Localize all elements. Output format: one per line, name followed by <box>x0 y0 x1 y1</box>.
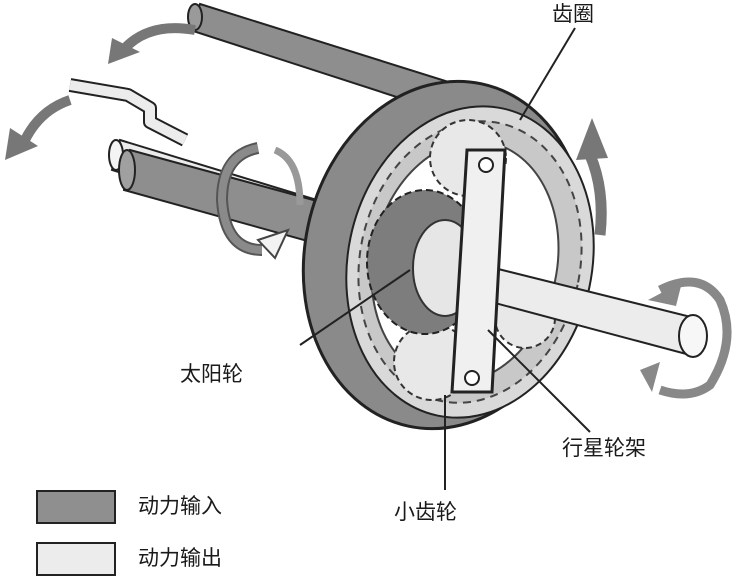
legend-label-input: 动力输入 <box>138 494 222 518</box>
upper-shaft <box>187 2 457 114</box>
rotation-arrow-left <box>5 95 72 160</box>
legend-label-output: 动力输出 <box>138 546 222 570</box>
legend-swatch-input <box>36 490 116 524</box>
legend-swatch-output <box>36 542 116 576</box>
pinion-gear-label: 小齿轮 <box>394 500 457 524</box>
leader-ring-gear <box>519 27 576 121</box>
planet-carrier-label: 行星轮架 <box>562 436 646 460</box>
rotation-arrow-upper-left <box>108 23 196 64</box>
sun-gear-label: 太阳轮 <box>180 362 243 386</box>
rotation-arrow-shaft <box>215 142 304 260</box>
planet-carrier <box>450 148 507 394</box>
rotation-arrow-ring <box>576 118 608 236</box>
rotation-arrow-output <box>640 277 732 399</box>
leader-planet-carrier <box>487 329 591 433</box>
leader-sun-gear <box>299 269 411 346</box>
ring-gear-label: 齿圈 <box>552 2 594 26</box>
